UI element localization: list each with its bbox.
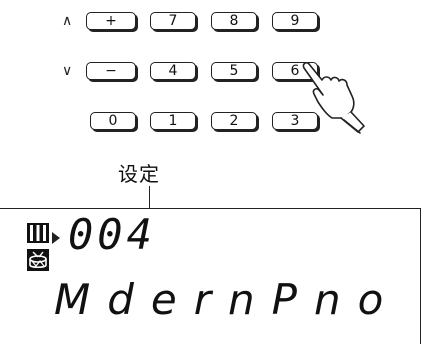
- tone-number: 004: [68, 210, 156, 259]
- key-7[interactable]: 7: [150, 12, 196, 30]
- keyboard-icon: [27, 223, 49, 243]
- up-arrow-label: ∧: [62, 13, 73, 29]
- lcd-frame: [0, 208, 421, 344]
- key-1[interactable]: 1: [150, 112, 196, 130]
- key-5[interactable]: 5: [211, 62, 257, 80]
- drum-icon: [27, 249, 49, 271]
- lcd-display: 004 MdernPno: [0, 208, 422, 344]
- key-9[interactable]: 9: [272, 12, 318, 30]
- key-3[interactable]: 3: [272, 112, 318, 130]
- plus-key[interactable]: +: [86, 12, 136, 30]
- key-0[interactable]: 0: [90, 112, 136, 130]
- leader-line: [149, 186, 150, 208]
- key-4[interactable]: 4: [150, 62, 196, 80]
- selection-indicator-icon: [52, 232, 60, 244]
- key-2[interactable]: 2: [211, 112, 257, 130]
- minus-key[interactable]: −: [86, 62, 136, 80]
- pressing-hand-icon: [302, 61, 365, 134]
- key-8[interactable]: 8: [211, 12, 257, 30]
- tone-name: MdernPno: [54, 275, 401, 324]
- down-arrow-label: ∨: [62, 63, 73, 79]
- setting-label: 设定: [118, 162, 160, 186]
